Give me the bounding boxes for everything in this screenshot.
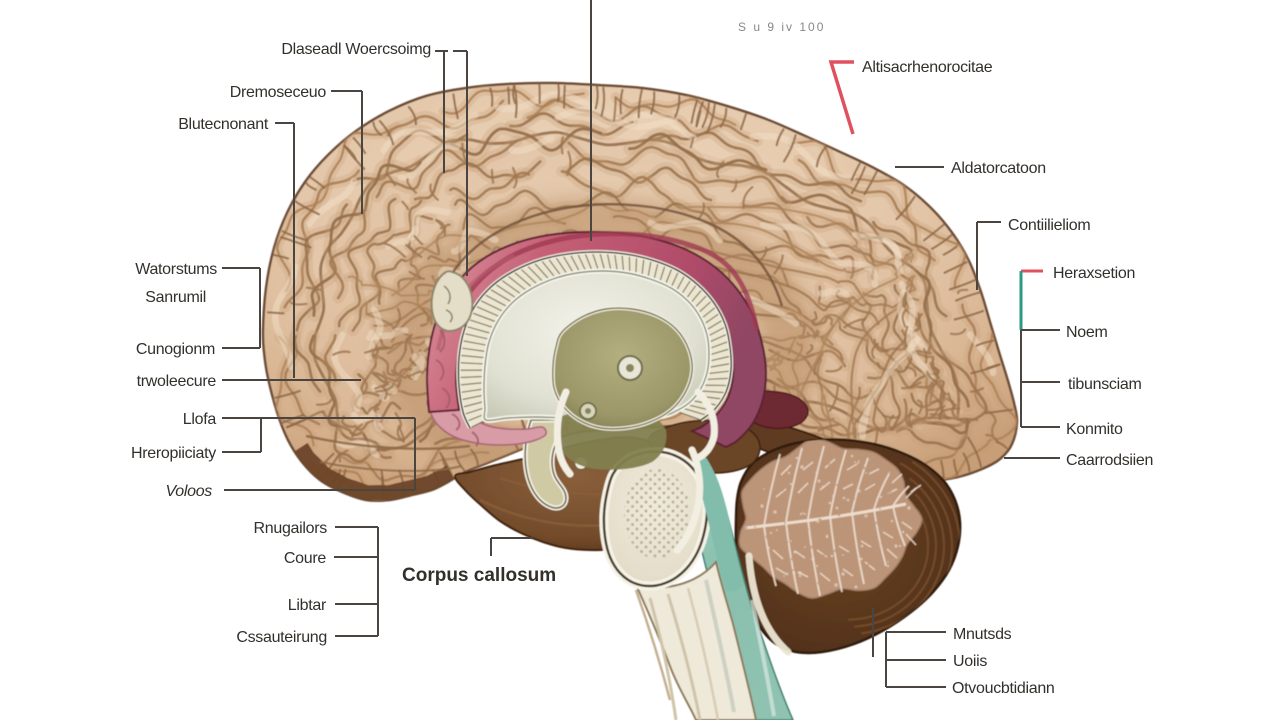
svg-text:trwoleecure: trwoleecure	[137, 373, 217, 390]
svg-text:Contiilieliom: Contiilieliom	[1008, 217, 1090, 234]
svg-text:Aldatorcatoon: Aldatorcatoon	[951, 160, 1046, 177]
svg-text:Heraxsetion: Heraxsetion	[1053, 265, 1135, 282]
svg-text:Watorstums: Watorstums	[135, 261, 217, 278]
svg-text:Hreropiiciaty: Hreropiiciaty	[131, 445, 216, 462]
svg-text:Mnutsds: Mnutsds	[953, 626, 1012, 643]
svg-text:Libtar: Libtar	[288, 597, 327, 614]
svg-text:Otvoucbtidiann: Otvoucbtidiann	[952, 680, 1055, 697]
svg-text:Cssauteirung: Cssauteirung	[236, 629, 327, 646]
svg-text:Altisacrhenorocitae: Altisacrhenorocitae	[862, 59, 993, 76]
svg-text:Cunogionm: Cunogionm	[136, 341, 215, 358]
svg-text:Caarrodsiien: Caarrodsiien	[1066, 452, 1153, 469]
svg-text:Sanrumil: Sanrumil	[145, 289, 206, 306]
svg-text:Konmito: Konmito	[1066, 421, 1123, 438]
svg-text:Coure: Coure	[284, 550, 326, 567]
svg-text:tibunsciam: tibunsciam	[1068, 376, 1141, 393]
svg-text:Corpus callosum: Corpus callosum	[402, 565, 556, 586]
svg-text:Voloos: Voloos	[165, 483, 212, 500]
svg-text:Rnugailors: Rnugailors	[254, 520, 328, 537]
svg-text:Uoiis: Uoiis	[953, 653, 987, 670]
svg-text:S u 9 iv 100: S u 9 iv 100	[738, 20, 825, 34]
svg-text:Dlaseadl Woercsoimg: Dlaseadl Woercsoimg	[281, 41, 431, 58]
svg-text:Noem: Noem	[1066, 324, 1107, 341]
svg-text:Dremoseceuo: Dremoseceuo	[230, 84, 327, 101]
svg-text:Blutecnonant: Blutecnonant	[178, 116, 269, 133]
svg-text:Llofa: Llofa	[183, 411, 217, 428]
